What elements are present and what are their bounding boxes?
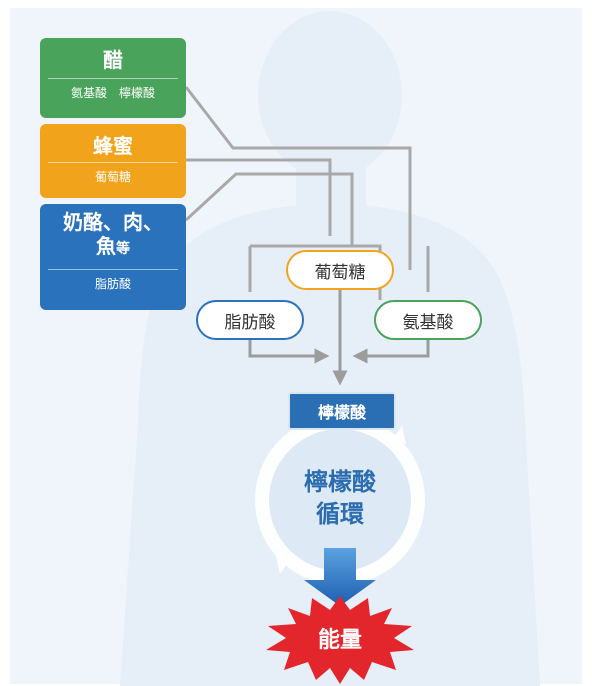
- honey-line: [186, 158, 332, 236]
- dairy-title-suffix: 等: [116, 241, 130, 257]
- vinegar-line: [184, 86, 412, 270]
- down-arrow: [304, 548, 376, 606]
- citric-acid-box: 檸檬酸: [288, 392, 396, 430]
- cycle-label-line2: 循環: [316, 500, 364, 528]
- dairy-title: 奶酪、肉、 魚等: [40, 204, 186, 261]
- dairy-box: 奶酪、肉、 魚等 脂肪酸: [40, 204, 186, 310]
- vinegar-title: 醋: [103, 48, 123, 72]
- dairy-products: 脂肪酸: [48, 269, 178, 292]
- honey-box: 蜂蜜 葡萄糖: [40, 124, 186, 198]
- cycle-label-line1: 檸檬酸: [304, 468, 376, 496]
- dairy-title-line1: 奶酪、肉、: [63, 210, 163, 234]
- fatty-to-citric-arrow: [248, 340, 330, 364]
- glucose-pill: 葡萄糖: [286, 250, 394, 290]
- dairy-title-line2-wrap: 魚等: [40, 234, 186, 261]
- amino-to-citric-arrow: [352, 340, 430, 364]
- vinegar-products: 氨基酸 檸檬酸: [48, 78, 178, 101]
- converging-arrows: [248, 282, 430, 386]
- honey-products: 葡萄糖: [48, 162, 178, 185]
- honey-title: 蜂蜜: [93, 134, 133, 158]
- energy-burst: [266, 596, 414, 684]
- energy-label: 能量: [317, 628, 362, 653]
- dairy-title-line2: 魚: [96, 234, 116, 258]
- amino-acid-pill: 氨基酸: [374, 300, 482, 340]
- vinegar-box: 醋 氨基酸 檸檬酸: [40, 38, 186, 118]
- fatty-acid-pill: 脂肪酸: [196, 300, 304, 340]
